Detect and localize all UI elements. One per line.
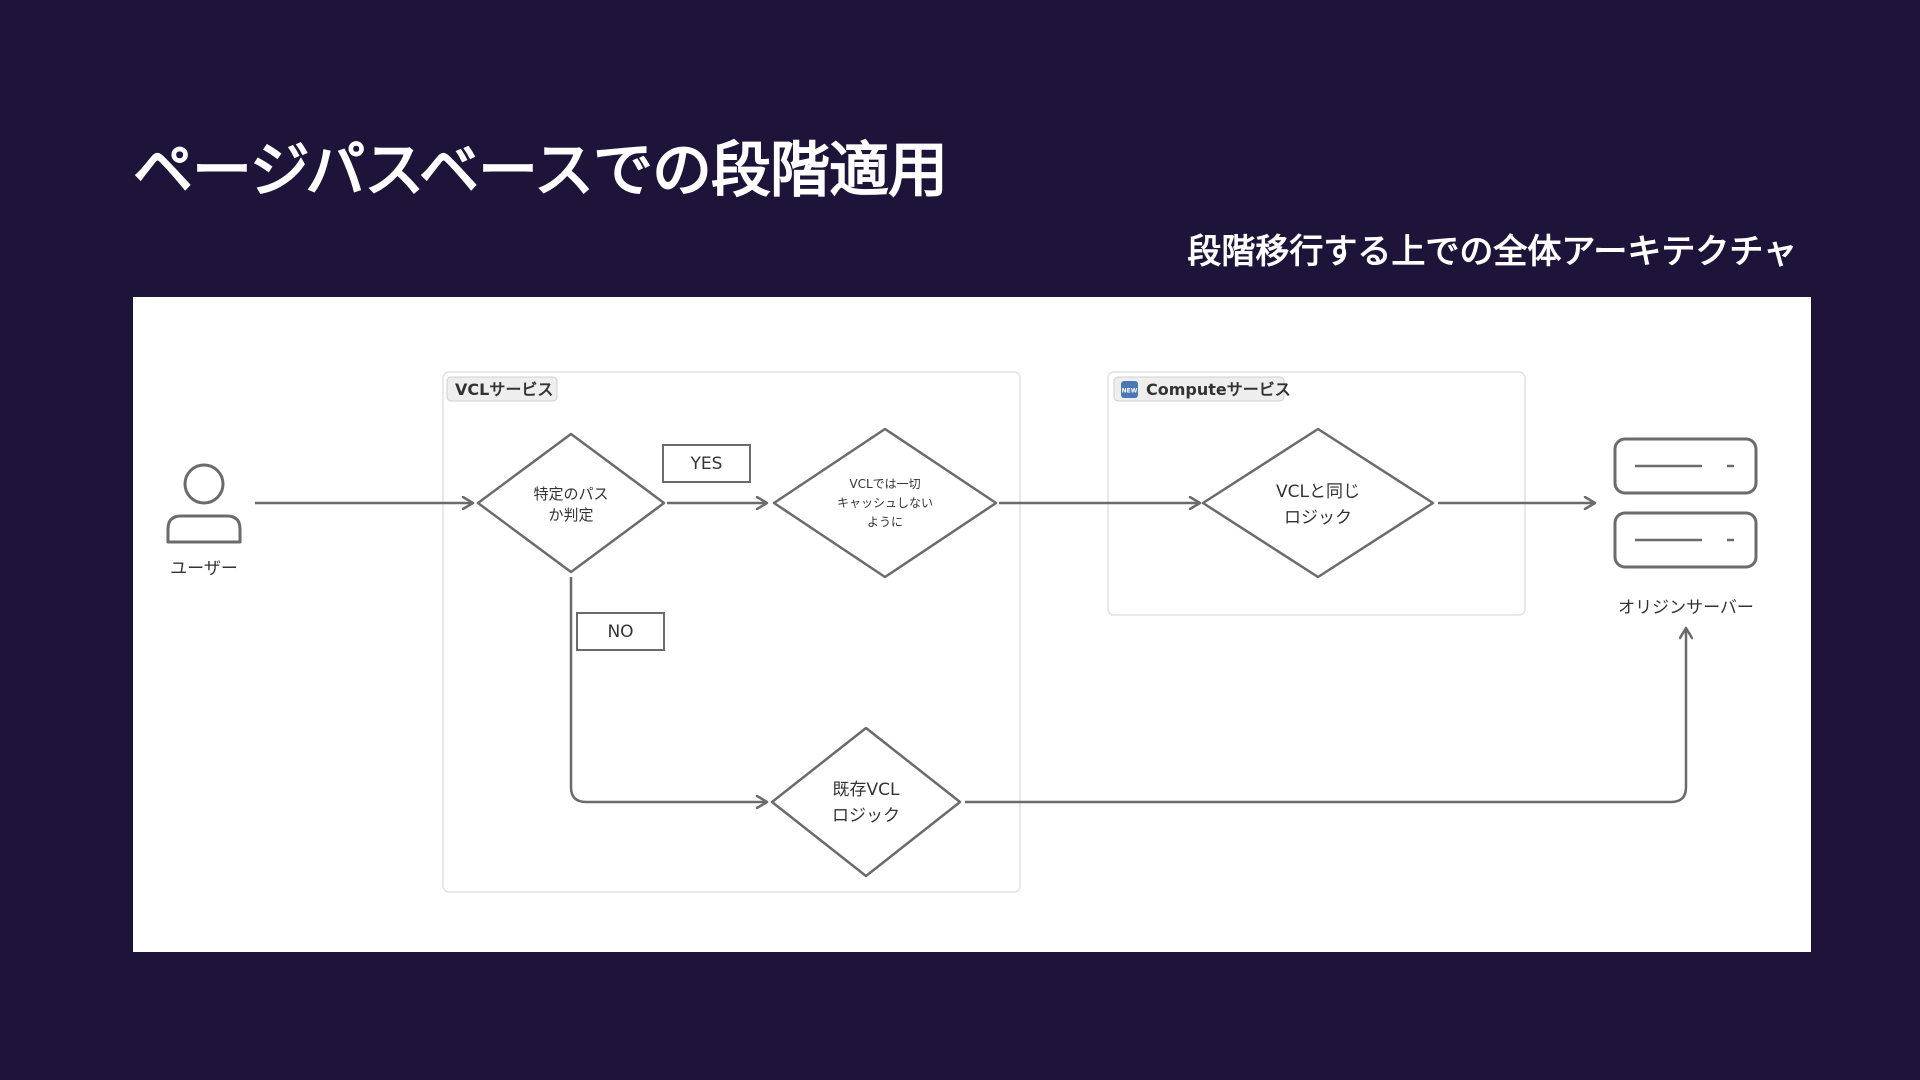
no-cache-line-1: VCLでは一切	[849, 477, 920, 491]
new-badge-icon	[1121, 381, 1138, 398]
existing-logic-line-2: ロジック	[832, 806, 900, 826]
yes-label-box	[662, 444, 751, 483]
no-label: NO	[607, 622, 633, 642]
architecture-diagram-panel: VCLサービス NEW Computeサービス ユーザー 特定のパス か	[133, 297, 1811, 952]
no-label-box	[576, 612, 665, 651]
architecture-diagram: VCLサービス NEW Computeサービス ユーザー 特定のパス か	[166, 371, 1758, 893]
compute-service-tag	[1113, 376, 1285, 402]
arrow-existing-to-origin	[965, 628, 1686, 804]
same-logic-line-2: ロジック	[1284, 508, 1352, 528]
new-badge-text: NEW	[1122, 388, 1138, 395]
path-decision-line-1: 特定のパス	[533, 485, 608, 503]
path-decision-line-2: か判定	[548, 506, 593, 524]
yes-label: YES	[690, 454, 723, 474]
same-logic-line-1: VCLと同じ	[1276, 482, 1360, 502]
user-icon	[166, 463, 242, 544]
origin-server-label: オリジンサーバー	[1618, 598, 1754, 618]
slide-title: ページパスベースでの段階適用	[133, 136, 948, 206]
slide-subtitle: 段階移行する上での全体アーキテクチャ	[1187, 232, 1797, 272]
vcl-service-label: VCLサービス	[455, 380, 553, 399]
same-logic-diamond	[1201, 427, 1435, 579]
compute-service-label: Computeサービス	[1146, 380, 1291, 399]
origin-server-icon	[1613, 437, 1758, 569]
no-cache-line-3: ように	[867, 515, 903, 529]
no-cache-line-2: キャッシュしない	[837, 496, 933, 510]
arrow-decision-no-to-existing	[569, 577, 767, 802]
no-cache-diamond	[772, 427, 998, 579]
vcl-service-tag	[446, 376, 558, 402]
existing-logic-line-1: 既存VCL	[833, 780, 900, 800]
path-decision-diamond	[476, 432, 666, 574]
existing-logic-diamond	[770, 726, 962, 878]
user-label: ユーザー	[170, 559, 238, 579]
